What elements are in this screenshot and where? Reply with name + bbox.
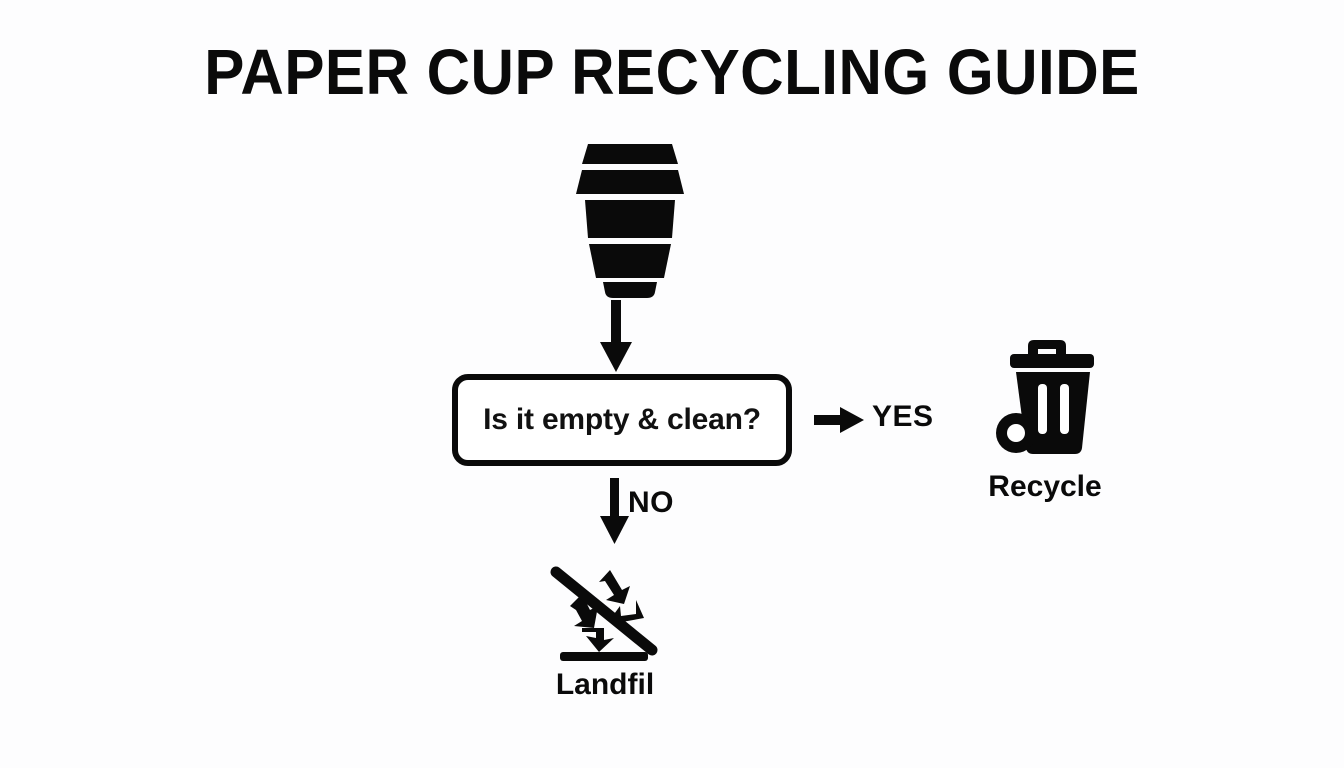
outcome-label-recycle: Recycle: [988, 470, 1102, 503]
wheelie-bin-icon: [994, 340, 1100, 454]
arrow-down-icon-no: [598, 478, 632, 544]
page-title: PAPER CUP RECYCLING GUIDE: [204, 36, 1140, 108]
coffee-cup-icon: [568, 142, 692, 298]
arrow-down-icon: [598, 300, 634, 372]
decision-box[interactable]: Is it empty & clean?: [452, 374, 792, 466]
decision-box-label: Is it empty & clean?: [483, 403, 761, 436]
arrow-right-icon: [814, 404, 864, 436]
no-recycling-icon: [550, 566, 658, 664]
outcome-label-landfill: Landfil: [555, 668, 655, 701]
branch-label-no: NO: [628, 486, 674, 519]
branch-label-yes: YES: [872, 400, 934, 433]
